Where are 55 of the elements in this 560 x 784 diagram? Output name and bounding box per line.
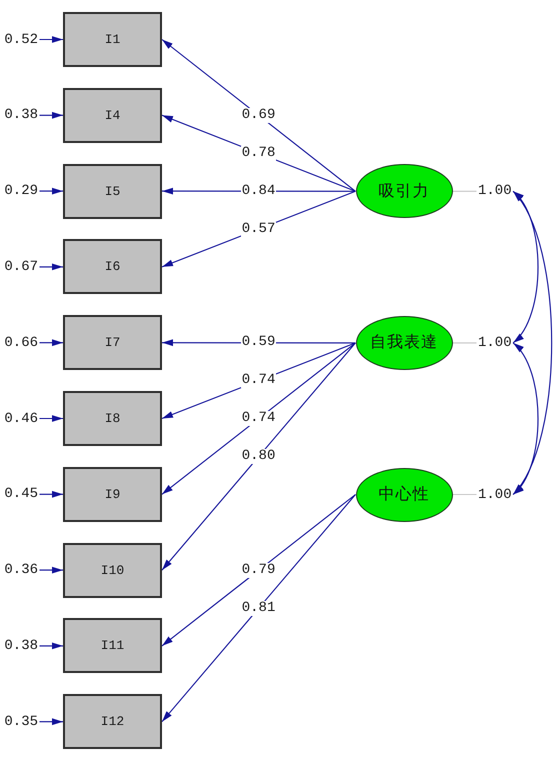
arrow bbox=[40, 566, 63, 574]
variable-box: I4 bbox=[63, 88, 162, 143]
value-text: 0.35 bbox=[4, 714, 38, 730]
value-text: 0.67 bbox=[4, 258, 38, 275]
value-text: 0.45 bbox=[4, 486, 38, 502]
variable-box: I9 bbox=[63, 466, 162, 522]
arrow bbox=[162, 494, 356, 722]
edge-label: 0.81 bbox=[240, 600, 276, 616]
curved-arrow bbox=[512, 190, 552, 495]
arrow bbox=[162, 494, 356, 646]
variable-box: I10 bbox=[63, 542, 162, 598]
connector-line bbox=[452, 494, 476, 496]
arrow bbox=[40, 188, 63, 194]
arrow bbox=[40, 415, 63, 422]
variable-ellipse: 自我表達 bbox=[356, 316, 452, 370]
value-text: 0.38 bbox=[4, 107, 38, 124]
arrow bbox=[162, 342, 356, 570]
value-text: 0.29 bbox=[4, 183, 38, 200]
arrow bbox=[40, 490, 63, 498]
edge-label: 0.78 bbox=[240, 146, 276, 161]
value-text: 0.52 bbox=[4, 32, 38, 48]
arrow bbox=[162, 39, 356, 192]
edge-label: 0.74 bbox=[240, 411, 276, 426]
value-text: 1.00 bbox=[478, 334, 512, 351]
variable-box: I8 bbox=[63, 391, 162, 446]
arrow bbox=[40, 264, 63, 270]
arrow bbox=[40, 339, 63, 346]
value-text: 0.46 bbox=[4, 410, 38, 426]
edge-label: 0.74 bbox=[240, 373, 276, 388]
edge-label: 0.69 bbox=[240, 108, 276, 123]
value-text: 0.36 bbox=[4, 562, 38, 578]
variable-box: I5 bbox=[63, 164, 162, 219]
arrow bbox=[40, 718, 63, 726]
edge-label: 0.57 bbox=[240, 222, 276, 237]
variable-box: I6 bbox=[63, 239, 162, 294]
variable-box: I7 bbox=[63, 315, 162, 370]
value-text: 0.38 bbox=[4, 638, 38, 654]
variable-ellipse: 吸引力 bbox=[356, 164, 452, 218]
value-text: 1.00 bbox=[478, 486, 512, 502]
curved-arrow bbox=[512, 190, 539, 344]
value-text: 1.00 bbox=[478, 183, 512, 200]
variable-box: I1 bbox=[63, 12, 162, 67]
arrow bbox=[40, 112, 63, 119]
variable-box: I12 bbox=[63, 694, 162, 750]
connector-line bbox=[452, 342, 476, 344]
arrow bbox=[40, 36, 63, 43]
connector-line bbox=[452, 190, 476, 192]
arrow bbox=[162, 342, 356, 495]
value-text: 0.66 bbox=[4, 334, 38, 351]
variable-box: I11 bbox=[63, 618, 162, 674]
curved-arrow bbox=[512, 342, 539, 495]
edge-label: 0.80 bbox=[240, 448, 276, 464]
arrow bbox=[40, 642, 63, 650]
edge-label: 0.79 bbox=[240, 562, 276, 578]
variable-ellipse: 中心性 bbox=[356, 468, 452, 522]
